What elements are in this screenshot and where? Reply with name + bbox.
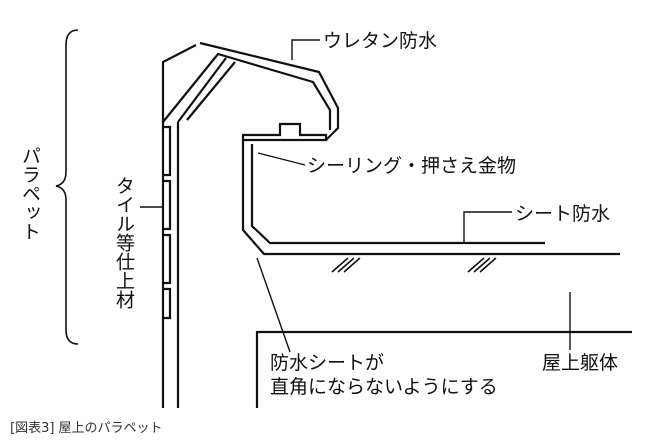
leader-waterproof — [256, 257, 291, 353]
tile-finish — [163, 125, 172, 320]
parapet-brace — [55, 29, 79, 345]
urethane-layer — [199, 41, 340, 141]
hatch-marks — [331, 257, 497, 273]
leader-urethane — [291, 39, 320, 60]
label-sheet: シート防水 — [515, 203, 610, 225]
label-waterproof-line1: 防水シートが — [270, 352, 384, 374]
parapet-top — [162, 52, 332, 130]
label-structure: 屋上躯体 — [542, 352, 618, 374]
leader-sheet — [463, 211, 512, 243]
leader-sealing — [257, 152, 306, 166]
parapet-diagonal — [177, 57, 236, 123]
sheet-waterproof-inner — [250, 144, 545, 245]
label-parapet: パラペット — [19, 146, 41, 241]
label-waterproof-line2: 直角にならないようにする — [270, 376, 498, 398]
parapet-outer-wall — [161, 44, 197, 408]
pressing-hardware — [241, 122, 328, 142]
label-sealing: シーリング・押さえ金物 — [307, 155, 516, 177]
label-tile: タイル等仕上材 — [113, 176, 135, 309]
sheet-waterproof-outer — [241, 140, 620, 256]
rooftop-structure — [255, 330, 632, 408]
label-urethane: ウレタン防水 — [323, 30, 437, 52]
figure-caption: [図表3] 屋上のパラペット — [10, 421, 163, 436]
